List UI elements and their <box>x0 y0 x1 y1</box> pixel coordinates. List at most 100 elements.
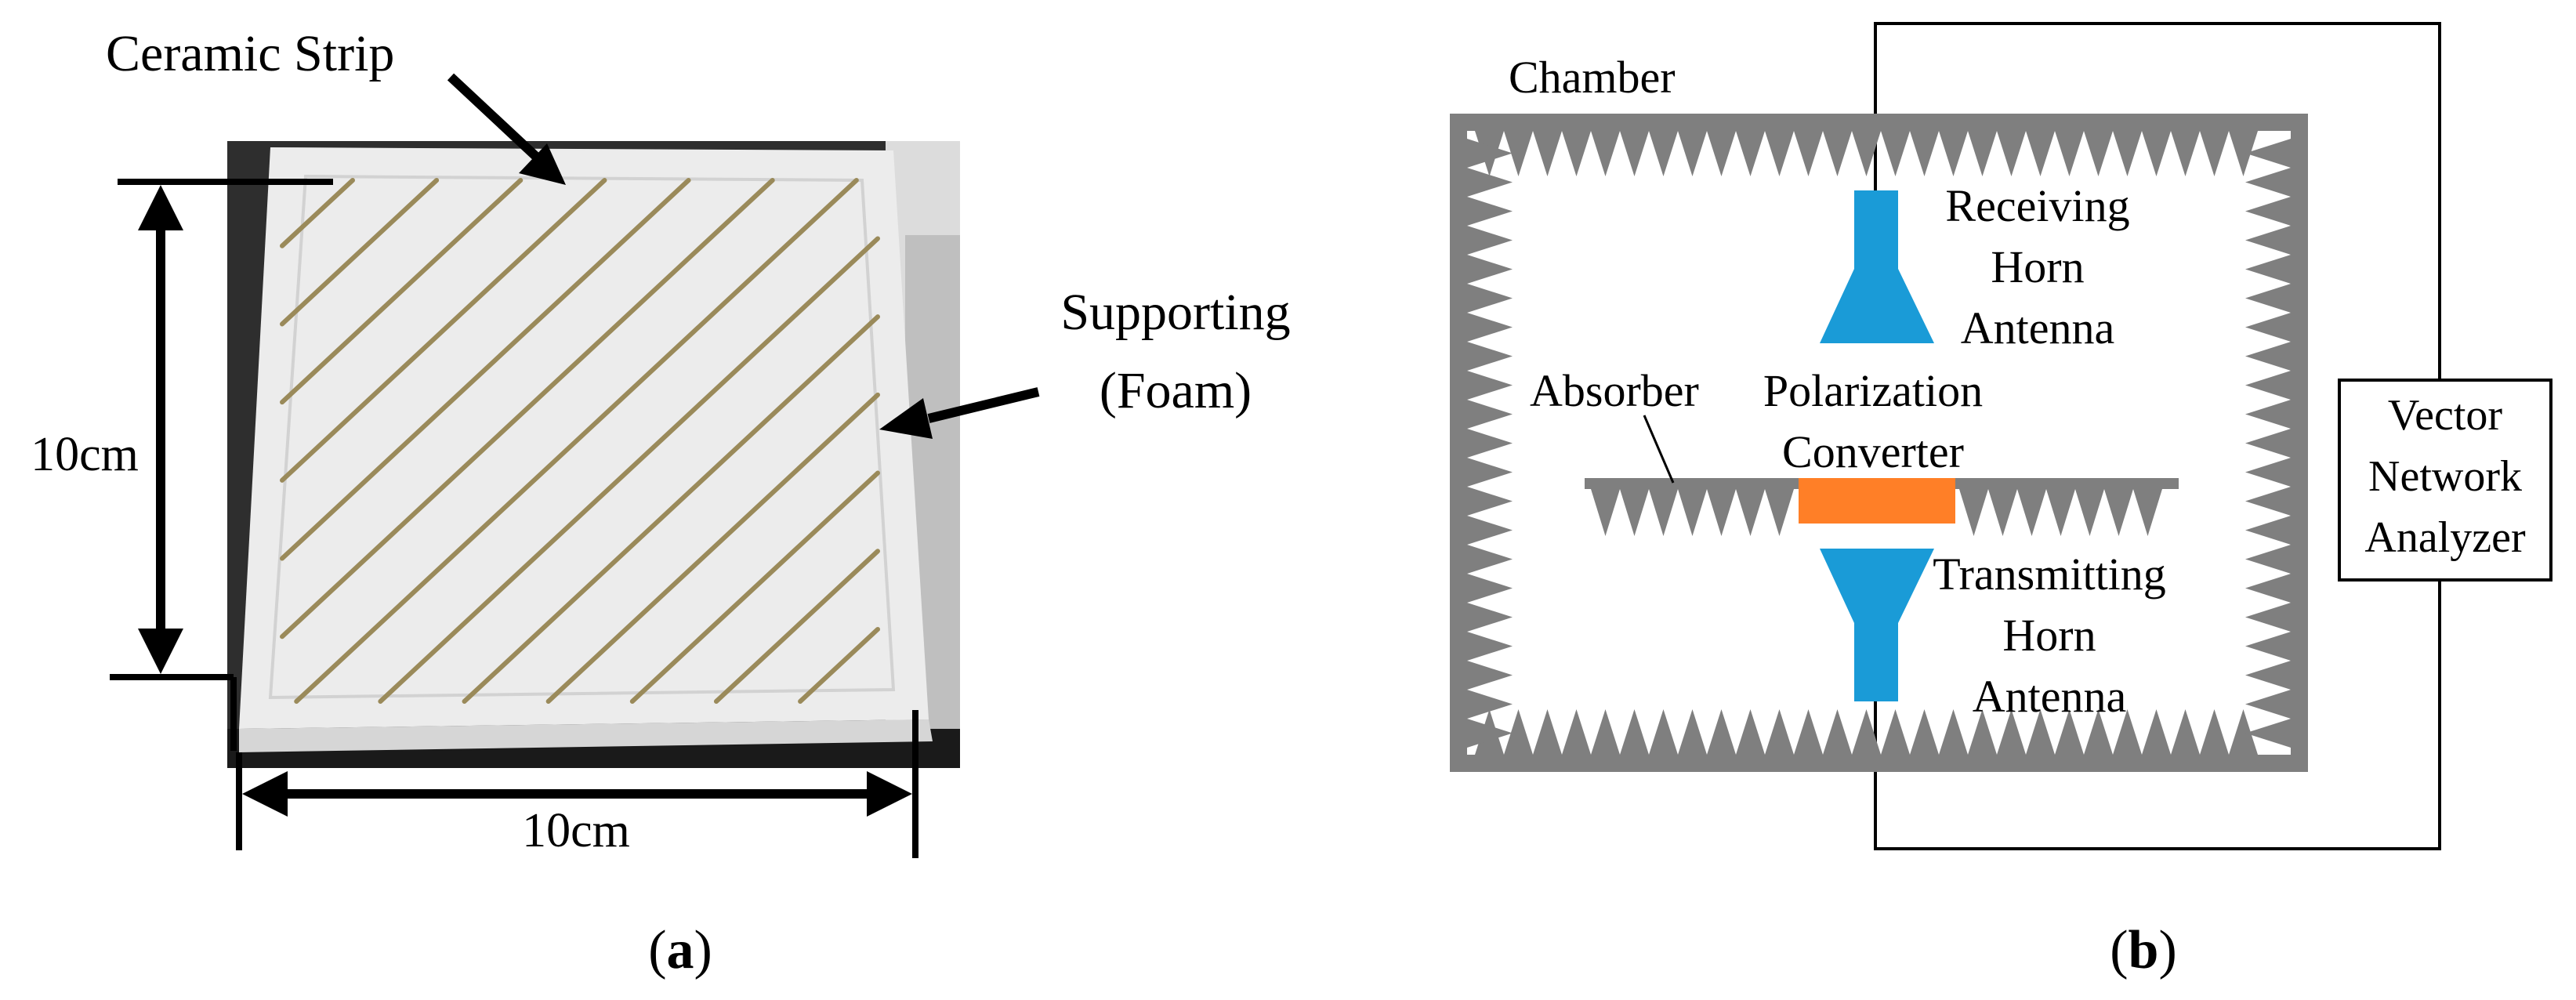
absorber-cone <box>2245 516 2291 545</box>
cable-lower <box>1874 580 2441 850</box>
panel-a: 10cm 10cm Ceramic Strip Supporting (Foam… <box>31 25 1291 980</box>
absorber-cone <box>1467 603 1513 632</box>
absorber-cone <box>1467 400 1513 429</box>
receiving-label-line3: Antenna <box>1961 303 2115 353</box>
absorber-cone <box>1765 709 1794 755</box>
ceramic-strip <box>280 178 775 639</box>
chamber-wall-bottom <box>1450 755 2308 772</box>
absorber-wall <box>1585 478 2179 536</box>
transmitting-label-line2: Horn <box>2002 610 2096 661</box>
caption-b: (b) <box>2110 920 2177 980</box>
supporting-label-line1: Supporting <box>1060 284 1290 341</box>
absorber-cone <box>1467 139 1513 168</box>
absorber-cone <box>1649 709 1678 755</box>
absorber-cone <box>1591 131 1620 176</box>
absorber-cone <box>1620 131 1649 176</box>
ceramic-strip <box>713 549 880 704</box>
absorber-cone <box>1988 489 2017 536</box>
absorber-cone <box>2245 342 2291 371</box>
absorber-cone <box>2245 255 2291 284</box>
width-dimension <box>236 710 918 858</box>
absorber-cone <box>2171 709 2200 755</box>
absorber-cone <box>2245 719 2291 748</box>
receiving-label-line1: Receiving <box>1945 180 2129 231</box>
polarization-converter <box>1799 478 1955 524</box>
absorber-cone <box>2200 709 2229 755</box>
absorber-cone <box>1707 489 1736 536</box>
absorber-cone <box>1467 661 1513 690</box>
absorber-cone <box>1881 131 1910 176</box>
absorber-cone <box>1620 709 1649 755</box>
height-label: 10cm <box>31 428 139 481</box>
absorber-cone <box>2245 545 2291 574</box>
absorber-cone <box>1467 574 1513 603</box>
absorber-cone <box>2113 709 2142 755</box>
absorber-cone <box>1467 313 1513 342</box>
ceramic-strip <box>280 178 691 561</box>
absorber-cone <box>2245 313 2291 342</box>
absorber-cone <box>1467 458 1513 487</box>
absorber-cone <box>1968 709 1997 755</box>
absorber-cone <box>2245 226 2291 255</box>
receiving-label-line2: Horn <box>1991 241 2084 292</box>
sample-photo <box>227 141 960 768</box>
absorber-cone <box>2075 489 2104 536</box>
ceramic-strip <box>280 178 524 405</box>
absorber-cone <box>2245 197 2291 226</box>
absorber-cone <box>2245 139 2291 168</box>
absorber-cone <box>1765 131 1794 176</box>
absorber-cone <box>1467 632 1513 661</box>
ceramic-strip <box>280 178 607 483</box>
absorber-cone <box>1968 131 1997 176</box>
absorber-cone <box>2026 131 2055 176</box>
ceramic-strip <box>545 392 880 704</box>
ceramic-strip-label: Ceramic Strip <box>106 25 394 82</box>
width-label: 10cm <box>522 804 630 857</box>
absorber-cone <box>2245 429 2291 458</box>
absorber-wall-left <box>1585 478 1799 489</box>
absorber-cone <box>1504 709 1533 755</box>
absorber-cone <box>1467 226 1513 255</box>
absorber-cone <box>2017 489 2046 536</box>
absorber-cone <box>1707 131 1736 176</box>
vna-label-line3: Analyzer <box>2364 513 2526 562</box>
absorber-cone <box>1736 709 1765 755</box>
vna-label-line1: Vector <box>2388 391 2503 440</box>
absorber-cone <box>1562 131 1591 176</box>
absorber-cone <box>1765 489 1794 536</box>
ceramic-strip <box>798 626 880 704</box>
absorber-cone <box>1533 131 1562 176</box>
absorber-cone <box>1736 131 1765 176</box>
ceramic-strip <box>629 470 880 704</box>
absorber-cone <box>2245 168 2291 197</box>
chamber-label: Chamber <box>1509 52 1676 103</box>
absorber-cone <box>2229 131 2258 176</box>
absorber-cone <box>2055 131 2084 176</box>
absorber-cone <box>2084 131 2113 176</box>
absorber-cone <box>2104 489 2133 536</box>
absorber-cone <box>2084 709 2113 755</box>
absorber-cone <box>1467 516 1513 545</box>
absorber-cone <box>1707 709 1736 755</box>
absorber-cone <box>2245 690 2291 719</box>
ceramic-strip <box>378 236 880 704</box>
absorber-cone <box>1591 709 1620 755</box>
absorber-cone <box>2026 709 2055 755</box>
absorber-cone <box>1649 131 1678 176</box>
absorber-cone <box>1649 489 1678 536</box>
absorber-cone <box>2113 131 2142 176</box>
absorber-cone <box>1959 489 1988 536</box>
absorber-cone <box>1467 719 1513 748</box>
chamber-wall-right <box>2291 114 2308 772</box>
absorber-cone <box>1467 429 1513 458</box>
absorber-cone <box>2245 603 2291 632</box>
absorber-cone <box>2055 709 2084 755</box>
absorber-cone <box>1736 489 1765 536</box>
supporting-arrow <box>927 387 1040 423</box>
absorber-cone <box>1467 487 1513 516</box>
absorber-cone <box>1467 342 1513 371</box>
foam-board <box>239 147 929 729</box>
vna-label-line2: Network <box>2368 452 2522 501</box>
absorber-cone <box>1467 284 1513 313</box>
polarization-label-line2: Converter <box>1782 426 1964 477</box>
